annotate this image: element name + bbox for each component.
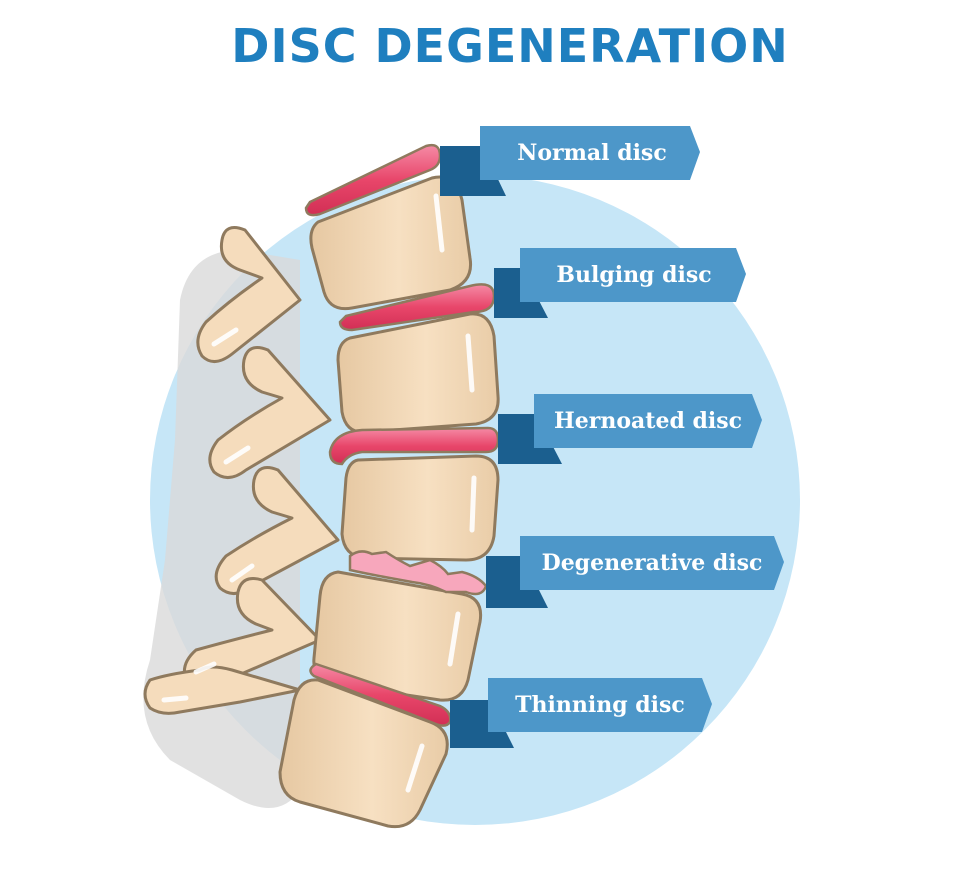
bone-highlights	[161, 193, 477, 793]
label-bulging-disc: Bulging disc	[556, 262, 711, 288]
disc-thinning	[309, 662, 452, 727]
disc-degenerative	[348, 550, 488, 596]
banner-normal: Normal disc	[440, 126, 700, 196]
vertebra-3	[214, 454, 500, 595]
disc-herniated	[328, 426, 500, 466]
label-herniated-disc: Hernoated disc	[554, 408, 742, 434]
vertebra-2	[208, 312, 500, 479]
vertebra-1	[196, 175, 473, 363]
banner-bulging: Bulging disc	[494, 248, 746, 318]
vertebra-4	[182, 570, 483, 702]
banner-degenerative: Degenerative disc	[486, 536, 784, 608]
disc-bulging	[338, 283, 496, 332]
discs	[304, 143, 500, 727]
banner-herniated: Hernoated disc	[498, 394, 762, 464]
disc-normal	[304, 143, 442, 217]
banner-thinning: Thinning disc	[450, 678, 712, 748]
label-banners: Normal disc Bulging disc Hernoated disc …	[440, 126, 784, 748]
label-degenerative-disc: Degenerative disc	[542, 550, 763, 576]
diagram-title: DISC DEGENERATION	[231, 19, 788, 73]
label-thinning-disc: Thinning disc	[515, 692, 685, 718]
label-normal-disc: Normal disc	[517, 140, 666, 166]
spine	[143, 175, 500, 829]
